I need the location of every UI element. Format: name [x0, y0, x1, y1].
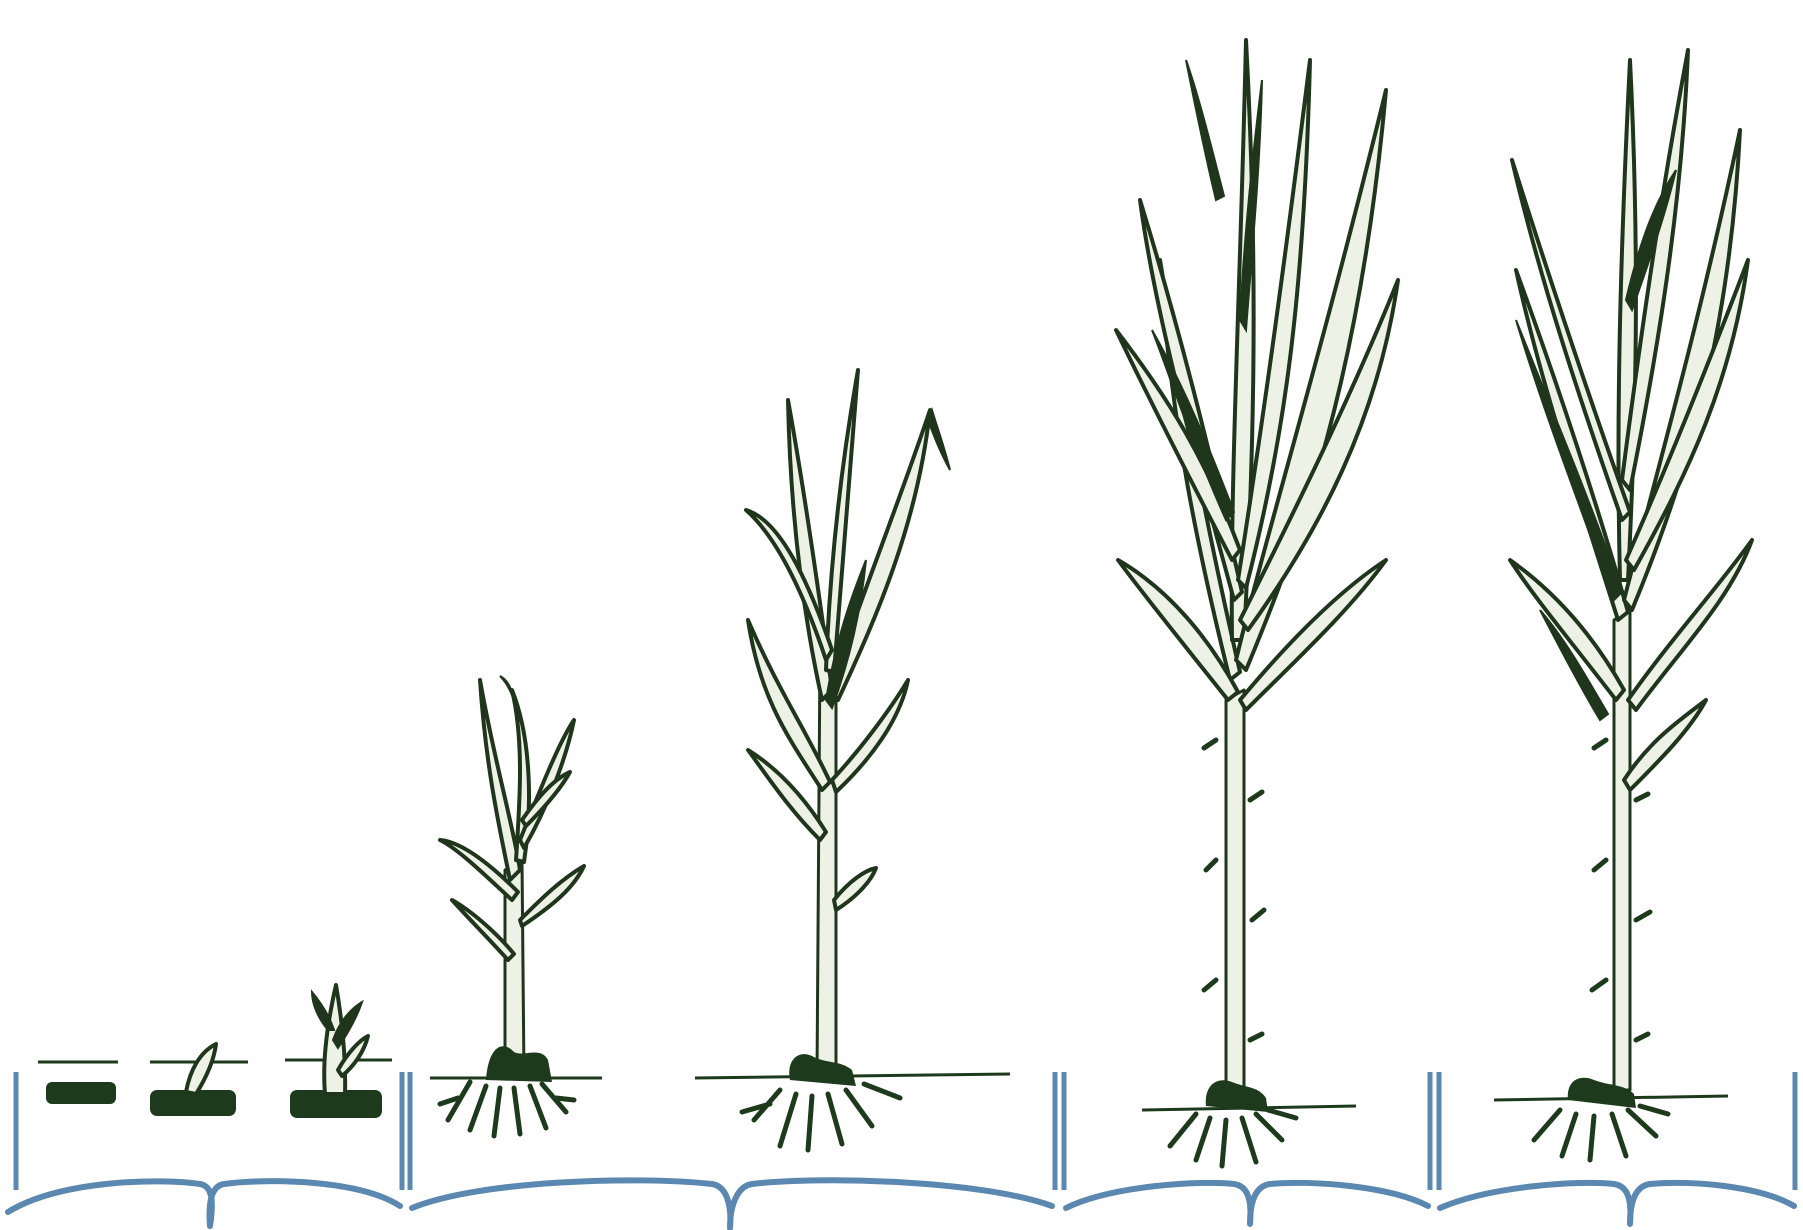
mature-plant [1494, 50, 1752, 1160]
young-plant [430, 676, 602, 1136]
stage-dividers [16, 1072, 1795, 1190]
brace-maturity [1440, 1183, 1794, 1224]
stage-braces [8, 1180, 1794, 1228]
brace-grand-growth [1066, 1183, 1428, 1224]
stage-maturity [1494, 50, 1752, 1160]
sett-sprouting [150, 1044, 248, 1116]
brace-tillering [412, 1180, 1052, 1228]
stage-tillering [430, 370, 1010, 1150]
sett-planted [38, 1062, 118, 1104]
brace-germination [8, 1181, 400, 1226]
stage-grand-growth [1116, 40, 1398, 1166]
tall-plant [1116, 40, 1398, 1166]
tillering-plant [695, 370, 1010, 1150]
sett-shoot [285, 985, 392, 1118]
stage-germination [38, 985, 392, 1118]
